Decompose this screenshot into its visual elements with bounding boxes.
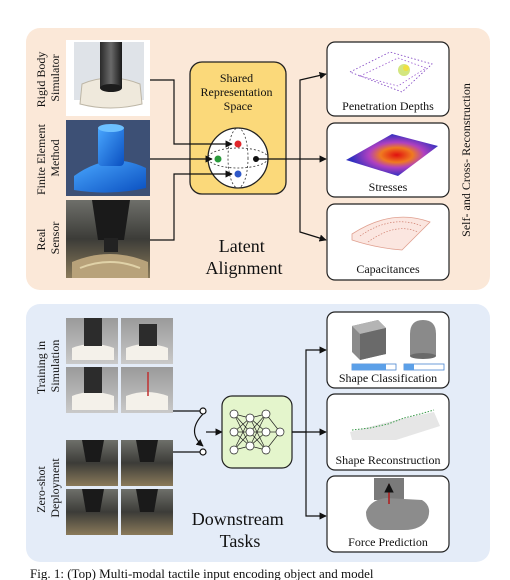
output-label-stresses: Stresses — [369, 180, 408, 194]
input-label-training: Training in Simulation — [34, 338, 62, 394]
task-label-reconstruction: Shape Reconstruction — [336, 453, 441, 467]
real-sensor-image — [66, 200, 150, 278]
finite-element-image — [66, 120, 150, 196]
figure-caption: Fig. 1: (Top) Multi-modal tactile input … — [30, 566, 374, 580]
latent-dot-red — [235, 141, 242, 148]
task-label-force: Force Prediction — [348, 535, 428, 549]
input-label-deployment: Zero-shot Deployment — [34, 458, 62, 518]
source-label-real-sensor: Real Sensor — [34, 222, 62, 255]
output-label-penetration: Penetration Depths — [342, 99, 434, 113]
rigid-body-image — [66, 40, 150, 116]
reconstruction-side-label: Self- and Cross- Reconstruction — [459, 83, 473, 237]
source-label-rigid-body: Rigid Body Simulator — [34, 49, 62, 108]
task-label-classification: Shape Classification — [339, 371, 437, 385]
output-label-capacitances: Capacitances — [356, 262, 420, 276]
latent-dot-blue — [235, 171, 242, 178]
latent-dot-green — [215, 156, 222, 163]
